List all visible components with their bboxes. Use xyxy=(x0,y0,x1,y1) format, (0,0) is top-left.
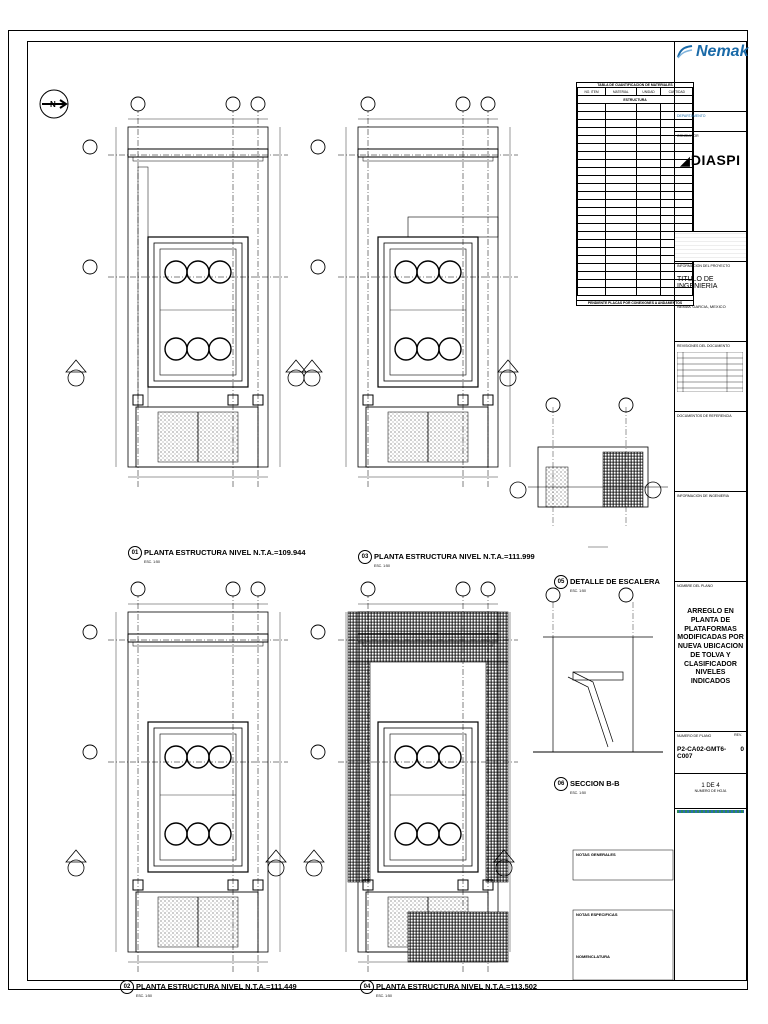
sheet-number: 1 DE 4 xyxy=(701,783,720,789)
nemak-logo-icon xyxy=(677,45,693,59)
plan-name: ARREGLO EN PLANTA DE PLATAFORMAS MODIFIC… xyxy=(677,608,744,685)
nomenclature-notes: NOMENCLATURA xyxy=(576,954,610,959)
color-stripe xyxy=(675,809,746,819)
project-location: NEMAK GARCIA, MEXICO xyxy=(677,304,726,309)
section-bb-drawing xyxy=(533,602,663,753)
materials-col-material: MATERIAL xyxy=(605,87,637,96)
north-arrow-icon: N xyxy=(39,89,69,119)
svg-text:N: N xyxy=(50,100,56,109)
materials-footer: PENDIENTE PLACAS POR CONEXIONES A ANDAME… xyxy=(577,300,693,305)
revision-number: 0 xyxy=(740,746,744,753)
materials-col-unit: UNIDAD xyxy=(635,87,662,96)
plan-number: P2-CA02-GMT6-C007 xyxy=(677,746,727,760)
spacer-cell xyxy=(675,232,746,262)
plans-drawing: N xyxy=(39,89,674,981)
materials-table-title: TABLA DE CUANTIFICACION DE MATERIALES xyxy=(597,83,673,87)
consultant-name: DIASPI xyxy=(690,152,741,168)
title-block: Nemak DEPARTAMENTO CONSULTOR ◢ DIASPI IN… xyxy=(675,41,748,981)
project-title: TITULO DE INGENIERIA xyxy=(677,276,718,290)
project-info-cell: INFORMACION DEL PROYECTO TITULO DE INGEN… xyxy=(675,262,746,342)
general-notes-box xyxy=(572,849,674,881)
specific-notes-box xyxy=(572,909,674,981)
plan-02-drawing xyxy=(107,591,289,973)
revisions-cell: REVISIONES DEL DOCUMENTO xyxy=(675,342,746,412)
section-markers xyxy=(65,359,662,877)
specific-notes: NOTAS ESPECIFICAS xyxy=(576,912,618,917)
plan-03-drawing xyxy=(337,106,519,488)
company-name: Nemak xyxy=(696,43,749,60)
stair-detail-drawing xyxy=(528,407,668,548)
reference-docs-cell: DOCUMENTOS DE REFERENCIA xyxy=(675,412,746,492)
company-logo: Nemak xyxy=(677,43,748,61)
drawing-area: N xyxy=(27,41,694,998)
plan-04-drawing xyxy=(337,591,519,973)
revisions-table xyxy=(676,351,744,393)
diaspi-logo-icon: ◢ xyxy=(680,154,690,168)
company-block: Nemak xyxy=(675,42,748,112)
engineering-info-cell: INFORMACION DE INGENIERIA xyxy=(675,492,746,582)
general-notes: NOTAS GENERALES xyxy=(576,852,616,857)
drawing-sheet: N xyxy=(8,30,748,998)
plan-01-drawing xyxy=(107,106,289,488)
plan-number-cell: NUMERO DE PLANO REV. P2-CA02-GMT6-C007 0 xyxy=(675,732,746,774)
department-cell: DEPARTAMENTO xyxy=(675,112,746,132)
consultant-cell: CONSULTOR ◢ DIASPI xyxy=(675,132,746,232)
plan-name-cell: NOMBRE DEL PLANO ARREGLO EN PLANTA DE PL… xyxy=(675,582,746,732)
materials-table: TABLA DE CUANTIFICACION DE MATERIALES NO… xyxy=(576,82,694,306)
sheet-cell: 1 DE 4 NUMERO DE HOJA xyxy=(675,774,746,809)
materials-col-item: NO. ITEM xyxy=(576,87,607,96)
